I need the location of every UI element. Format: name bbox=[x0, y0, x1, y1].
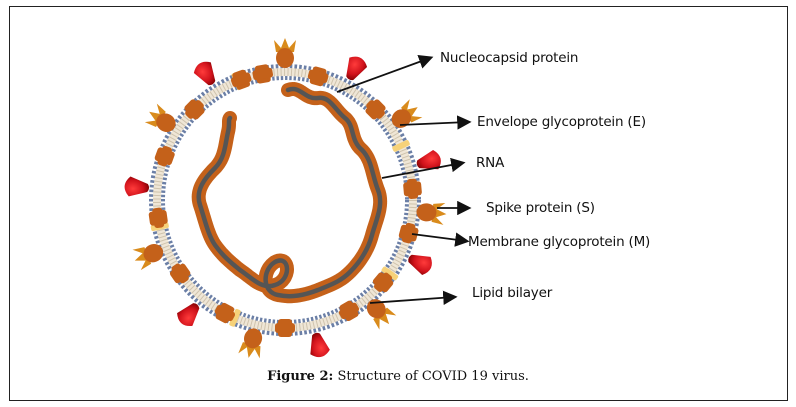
membrane-glycoprotein-icon bbox=[148, 207, 168, 229]
envelope-protein-icon bbox=[229, 308, 241, 327]
spike-protein-icon bbox=[391, 99, 423, 128]
red-protein-icon bbox=[177, 303, 200, 326]
spike-protein-icon bbox=[274, 38, 296, 68]
envelope-protein-icon bbox=[381, 266, 399, 281]
spike-protein-icon bbox=[238, 328, 263, 359]
spike-protein-icon bbox=[132, 244, 164, 271]
red-protein-icon bbox=[124, 176, 150, 197]
red-protein-icon bbox=[310, 332, 330, 358]
label-arrows bbox=[336, 54, 472, 305]
label-nucleocapsid: Nucleocapsid protein bbox=[440, 50, 579, 66]
red-protein-icon bbox=[346, 56, 368, 81]
rna-strand bbox=[191, 82, 388, 304]
membrane-glycoprotein-icon bbox=[307, 66, 329, 87]
membrane-glycoprotein-icon bbox=[154, 145, 175, 167]
label-membrane: Membrane glycoprotein (M) bbox=[468, 234, 651, 250]
red-protein-icon bbox=[416, 149, 441, 170]
membrane-glycoprotein-icon bbox=[214, 302, 236, 324]
red-protein-icon bbox=[408, 254, 432, 275]
membrane-glycoprotein-icon bbox=[338, 300, 360, 322]
membrane-glycoprotein-icon bbox=[184, 99, 205, 120]
label-lipid: Lipid bilayer bbox=[472, 285, 553, 301]
membrane-glycoprotein-icon bbox=[275, 319, 295, 337]
spike-protein-icon bbox=[144, 103, 176, 132]
membrane-glycoprotein-icon bbox=[398, 222, 419, 244]
red-protein-icon bbox=[193, 61, 216, 86]
membrane-glycoprotein-icon bbox=[372, 272, 394, 293]
membrane-glycoprotein-icon bbox=[403, 178, 422, 199]
membrane-proteins bbox=[124, 38, 447, 359]
membrane-glycoprotein-icon bbox=[230, 69, 252, 90]
arrow-envelope bbox=[399, 115, 472, 130]
spike-protein-icon bbox=[416, 202, 447, 225]
arrow-rna bbox=[381, 157, 466, 179]
arrow-membrane bbox=[411, 232, 470, 247]
membrane-glycoprotein-icon bbox=[169, 263, 191, 284]
envelope-protein-icon bbox=[392, 140, 410, 152]
caption-text: Structure of COVID 19 virus. bbox=[333, 369, 529, 384]
label-envelope: Envelope glycoprotein (E) bbox=[477, 114, 646, 130]
figure-caption: Figure 2: Structure of COVID 19 virus. bbox=[0, 369, 796, 384]
membrane-glycoprotein-icon bbox=[365, 99, 386, 120]
membrane-glycoprotein-icon bbox=[252, 64, 274, 84]
label-rna: RNA bbox=[476, 155, 505, 171]
label-spike: Spike protein (S) bbox=[486, 200, 595, 216]
caption-label: Figure 2: bbox=[267, 369, 334, 384]
arrow-nucleocapsid bbox=[336, 54, 434, 93]
spike-protein-icon bbox=[366, 299, 397, 330]
figure-frame bbox=[9, 6, 788, 401]
arrow-lipid bbox=[369, 290, 458, 305]
